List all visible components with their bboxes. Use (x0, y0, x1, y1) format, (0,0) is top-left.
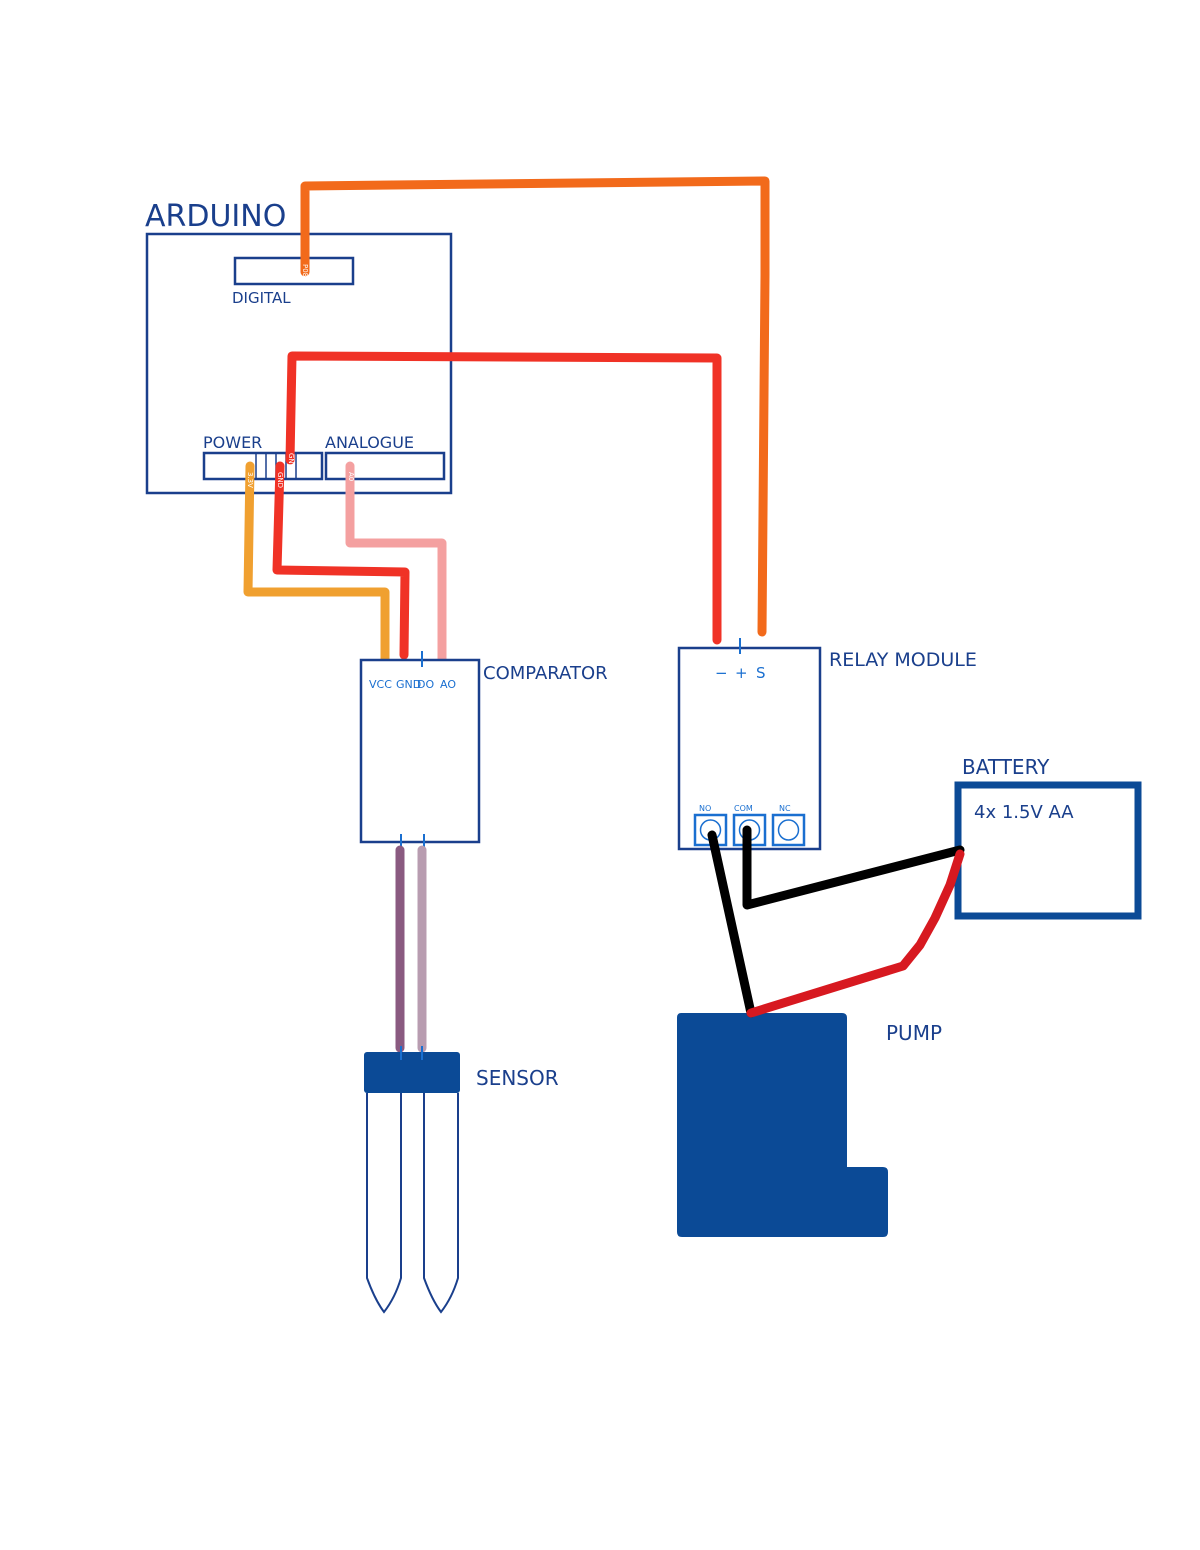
sensor-prong-right (423, 1093, 459, 1314)
wire-digital-to-relay-s (300, 176, 770, 637)
digital-header (233, 256, 355, 286)
pin-gnd2-label: GND (287, 453, 295, 469)
power-pin-dividers (255, 453, 297, 479)
analogue-header (324, 451, 446, 481)
pump-label: PUMP (886, 1021, 942, 1045)
pin-3v3-label: 3.3V (246, 472, 254, 488)
comparator-module: COMPARATOR VCC GND DO AO (359, 651, 608, 848)
wire-gnd-to-comparator-gnd (272, 461, 410, 660)
relay-terminal-nc-label: NC (779, 804, 791, 813)
wire-a0-to-ao (345, 461, 447, 665)
sensor-head (364, 1052, 460, 1093)
comparator-pin-do: DO (417, 678, 434, 691)
pin-a0-label: A0 (347, 472, 355, 481)
arduino-board: ARDUINO DIGITAL POWER ANALOGUE (145, 199, 453, 495)
relay-terminal-com-label: COM (734, 804, 753, 813)
battery-spec: 4x 1.5V AA (974, 802, 1074, 823)
battery-label: BATTERY (962, 755, 1050, 779)
relay-label: RELAY MODULE (829, 649, 977, 671)
relay-module: RELAY MODULE − + S NO COM NC (677, 638, 977, 851)
comparator-pin-gnd: GND (396, 678, 421, 691)
comparator-pin-vcc: VCC (369, 678, 392, 691)
sensor-prong-left (366, 1093, 402, 1314)
wire-battery-to-pump (746, 849, 965, 1018)
arduino-title: ARDUINO (145, 199, 286, 234)
pin-gnd1-label: GND (276, 472, 284, 488)
analogue-label: ANALOGUE (325, 433, 414, 452)
relay-pin-plus: + (735, 664, 748, 682)
comparator-label: COMPARATOR (483, 663, 608, 684)
comparator-pin-ao: AO (440, 678, 456, 691)
pin-digital-label: P08 (301, 264, 309, 277)
digital-label: DIGITAL (232, 289, 291, 307)
relay-terminal-no-label: NO (699, 804, 711, 813)
wire-no-to-pump (707, 830, 756, 1018)
battery-outline (954, 781, 1142, 920)
battery-pack: BATTERY 4x 1.5V AA (954, 755, 1142, 920)
power-label: POWER (203, 433, 262, 452)
wire-3v3-to-vcc (243, 461, 390, 665)
wire-gnd-to-relay-minus (285, 351, 722, 645)
wire-com-to-battery (742, 825, 965, 910)
comparator-outline (359, 658, 481, 844)
relay-pin-s: S (756, 664, 766, 682)
water-pump: PUMP (677, 1013, 942, 1237)
pump-body (677, 1013, 888, 1237)
relay-pin-minus: − (715, 664, 728, 682)
power-header (202, 451, 324, 481)
sensor-label: SENSOR (476, 1066, 559, 1090)
soil-sensor: SENSOR (364, 1046, 559, 1314)
